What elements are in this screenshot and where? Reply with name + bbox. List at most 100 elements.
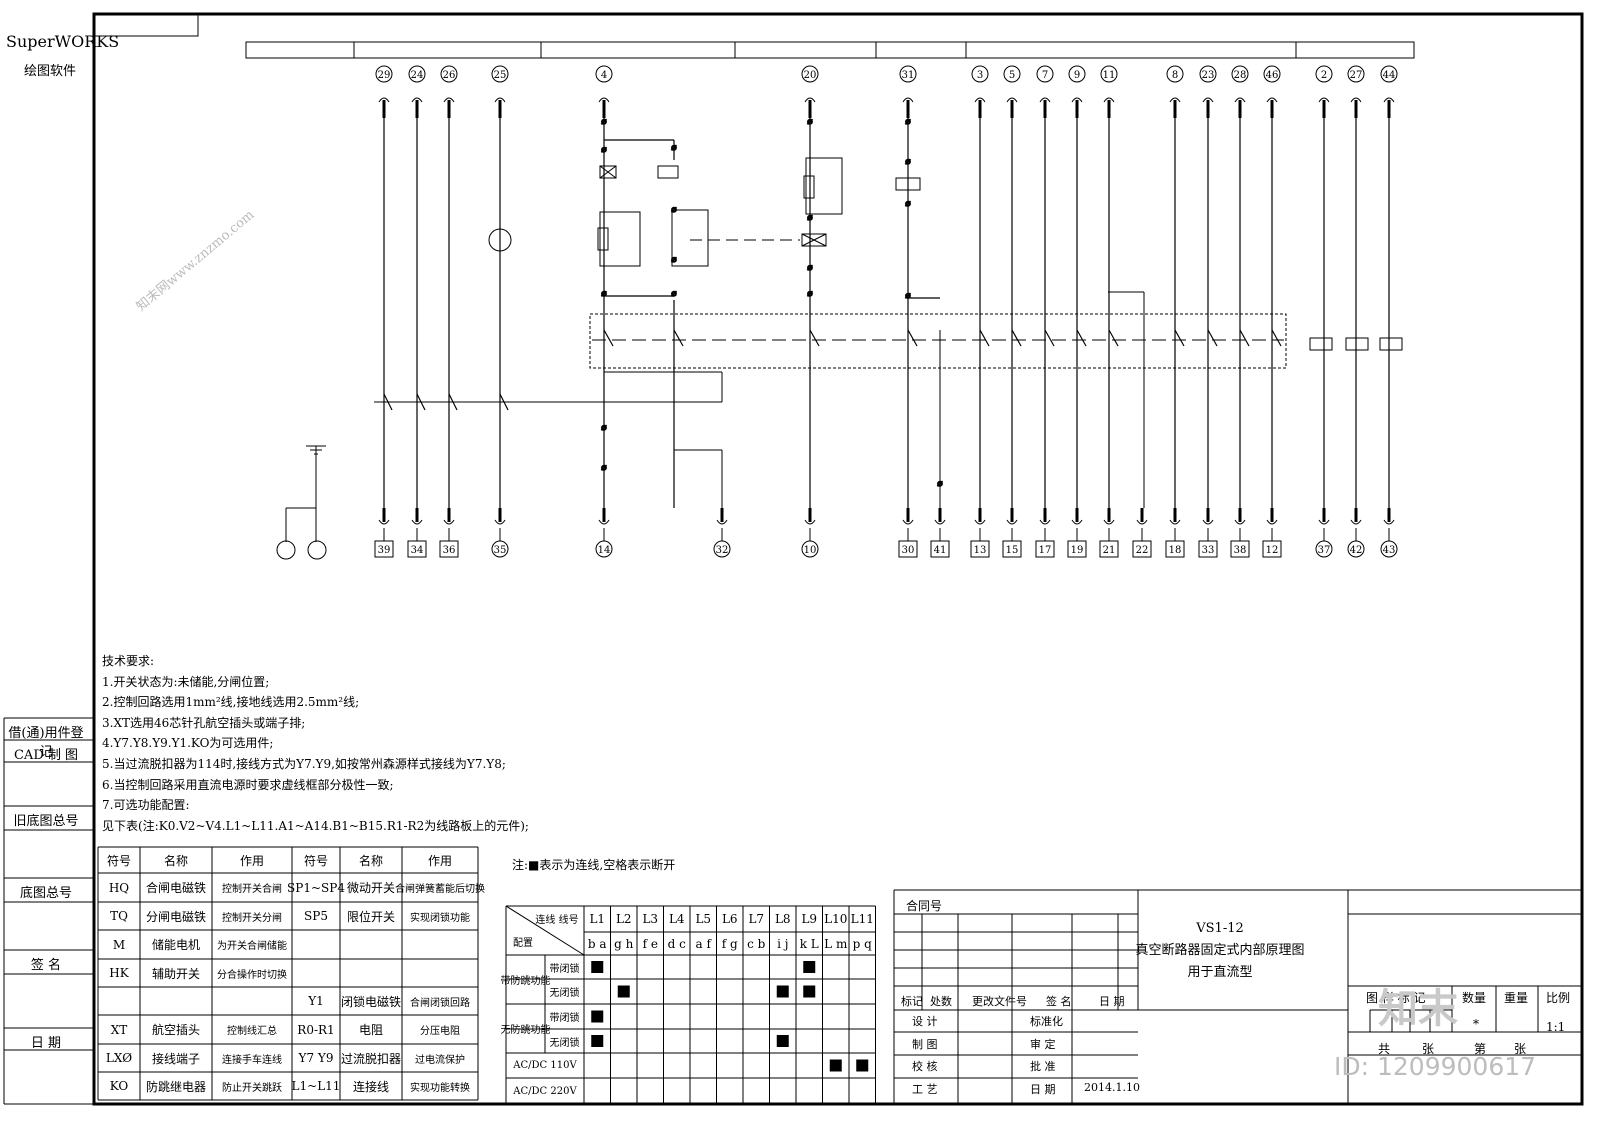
line-sub-label: a f: [695, 936, 711, 951]
approval-review: 审 定: [1030, 1038, 1056, 1051]
line-label: L4: [668, 912, 685, 926]
bottom-terminal: 17: [1035, 508, 1055, 558]
terminal-label: 22: [1136, 545, 1149, 556]
symbol-table-cell: 限位开关: [346, 909, 395, 924]
top-label-bar: [245, 41, 1415, 59]
line-label: L10: [824, 912, 848, 926]
symbol-table-cell: SP5: [304, 909, 328, 923]
sidebar-label-5: 签 名: [30, 958, 62, 973]
sample-mark-header: 图 样 标 记: [1366, 991, 1426, 1005]
top-terminal: 28: [1231, 65, 1249, 118]
HQ-coil: [599, 165, 617, 179]
line-label: L8: [774, 912, 791, 926]
svg-text:⌀: ⌀: [807, 117, 813, 127]
symbol-table-cell: [292, 930, 340, 959]
config-row-label: 无闭锁: [549, 988, 580, 999]
bottom-terminal: 30: [898, 508, 918, 558]
symbol-table-cell: 连接手车连线: [222, 1054, 282, 1066]
drawing-title: VS1-12 真空断路器固定式内部原理图 用于直流型: [1117, 918, 1323, 984]
symbol-table-cell: 闭锁电磁铁: [340, 994, 401, 1009]
terminal-label: 34: [411, 545, 424, 556]
terminal-label: 33: [1202, 545, 1215, 556]
bottom-terminal: 35: [491, 508, 509, 558]
connection-mark: [776, 1035, 789, 1047]
symbol-table-cell: 微动开关: [346, 881, 395, 895]
rev-header: 标记: [901, 995, 923, 1008]
svg-text:⌀: ⌀: [671, 205, 677, 215]
symbol-table-cell: 分压电阻: [420, 1026, 460, 1037]
top-terminal: 23: [1199, 65, 1217, 118]
symbol-table-cell: [340, 959, 402, 987]
line-label: L9: [801, 912, 818, 926]
symbol-table-cell: 控制开关分闸: [222, 912, 282, 924]
role-process: 工 艺: [912, 1083, 938, 1096]
notes-title: 技术要求:: [102, 654, 155, 668]
top-terminal: 31: [899, 65, 917, 118]
symbol-table-cell: 实现闭锁功能: [410, 912, 470, 924]
symbol-table-cell: [98, 987, 140, 1015]
approval-std: 标准化: [1030, 1015, 1063, 1028]
top-terminal: 29: [375, 65, 393, 118]
terminal-label: 4: [601, 70, 607, 81]
top-terminal: 2: [1315, 65, 1333, 118]
weight-mark: *: [1473, 1017, 1479, 1031]
symbol-table-cell: 控制开关合闸: [222, 884, 282, 895]
svg-text:⌀: ⌀: [807, 289, 813, 299]
line-label: L3: [642, 912, 659, 926]
terminal-label: 25: [494, 70, 507, 81]
scale-header: 比例: [1546, 991, 1571, 1005]
svg-text:⌀: ⌀: [671, 255, 677, 265]
bottom-terminal: 14: [595, 508, 613, 558]
terminal-label: 43: [1383, 545, 1396, 556]
bottom-terminal: 19: [1067, 508, 1087, 558]
symbol-table-cell: Y7 Y9: [298, 1051, 334, 1065]
symbol-table-header: 符号: [303, 853, 328, 868]
svg-text:⌀: ⌀: [601, 145, 607, 155]
terminal-label: 36: [443, 545, 456, 556]
symbol-table-cell: 储能电机: [151, 938, 200, 952]
top-terminal: 3: [971, 65, 989, 118]
sidebar-label-3: 旧底图总号: [13, 814, 79, 829]
role-draw: 制 图: [912, 1038, 938, 1051]
terminal-label: 8: [1172, 70, 1178, 81]
connection-mark: [856, 1059, 869, 1072]
terminal-label: 29: [378, 70, 391, 81]
symbol-table-cell: [402, 959, 478, 987]
symbol-table-cell: TQ: [110, 909, 128, 923]
terminal-label: 20: [804, 70, 817, 81]
terminal-label: 14: [598, 545, 611, 556]
line-label: L7: [748, 912, 765, 926]
symbol-table-cell: 接线端子: [151, 1051, 200, 1066]
top-terminal: 25: [491, 65, 509, 118]
drawing-id: ID: 1209900617: [1334, 1052, 1537, 1081]
bottom-terminal: 33: [1198, 508, 1218, 558]
terminal-label: 35: [494, 545, 507, 556]
symbol-table-header: 作用: [239, 853, 264, 868]
terminal-label: 15: [1006, 545, 1019, 556]
terminal-label: 13: [974, 545, 987, 556]
terminal-label: 21: [1103, 545, 1116, 556]
bottom-terminal: 18: [1165, 508, 1185, 558]
note-line: 7.可选功能配置:: [102, 798, 190, 813]
top-terminal: 24: [408, 65, 426, 118]
line-sub-label: f g: [721, 936, 738, 951]
quantity-header: 数量: [1462, 991, 1487, 1005]
config-row-label: 无闭锁: [549, 1037, 580, 1049]
software-name: SuperWORKS: [6, 32, 120, 51]
terminal-label: 30: [902, 545, 915, 556]
terminal-label: 5: [1009, 70, 1015, 81]
symbol-table-cell: KO: [109, 1079, 129, 1093]
bottom-terminal: 10: [801, 508, 819, 558]
sidebar-label-2: CAD 制 图: [13, 748, 79, 763]
symbol-table-cell: 防跳继电器: [145, 1079, 206, 1094]
corner-box: [93, 13, 199, 37]
symbol-table-cell: 连接线: [352, 1079, 389, 1094]
svg-text:⌀: ⌀: [601, 463, 607, 473]
approval-approve: 批 准: [1030, 1060, 1056, 1073]
line-label: L2: [615, 912, 632, 926]
symbol-table-cell: XT: [110, 1022, 128, 1037]
line-sub-label: k L: [799, 936, 819, 951]
scale-value: 1:1: [1546, 1020, 1566, 1034]
rev-header: 更改文件号: [972, 995, 1027, 1008]
